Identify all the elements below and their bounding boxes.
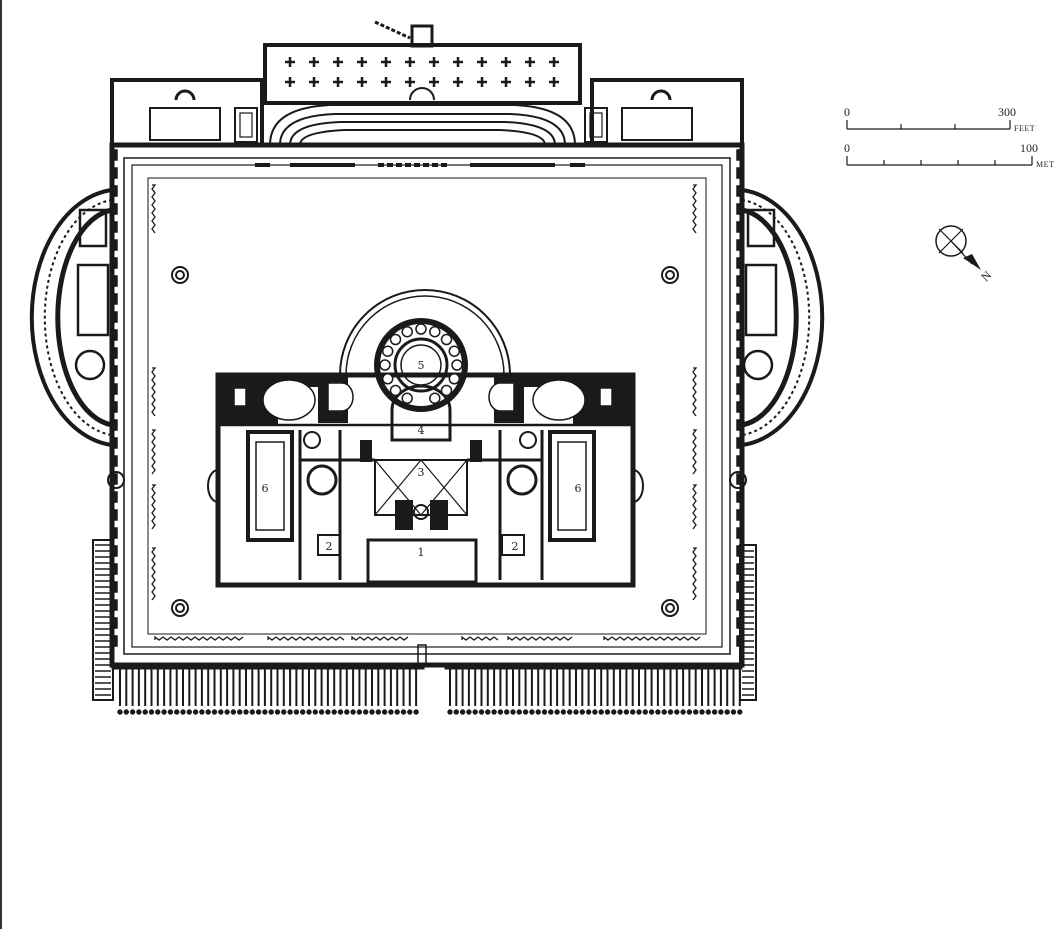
feet-scale-end: 300 <box>998 105 1016 119</box>
room-label-3: 3 <box>418 466 425 479</box>
exedra-rooms <box>74 208 778 489</box>
scale-bar-feet <box>846 120 1011 130</box>
room-label-1: 1 <box>418 546 425 559</box>
scale-bar-meters <box>846 156 1033 166</box>
west-stairs <box>92 539 757 701</box>
meters-scale-unit: MET <box>1036 160 1054 169</box>
central-bath-block <box>207 289 644 588</box>
north-range-piers <box>285 57 559 87</box>
room-label-2-left: 2 <box>326 540 333 553</box>
north-arrow-icon <box>935 225 981 270</box>
room-label-5: 5 <box>418 359 425 372</box>
meters-scale-end: 100 <box>1020 141 1038 155</box>
south-shop-row <box>111 644 743 715</box>
room-label-6-right: 6 <box>575 482 582 495</box>
feet-scale-start: 0 <box>844 105 850 119</box>
north-range <box>263 20 582 146</box>
bath-white-cutouts <box>233 379 613 421</box>
meters-scale-start: 0 <box>844 141 850 155</box>
room-labels: 1 2 2 3 4 5 6 6 <box>262 359 582 559</box>
room-label-4: 4 <box>418 424 425 437</box>
north-arrow-label: N <box>978 268 994 284</box>
side-hatching <box>95 149 754 696</box>
court-circles <box>171 266 679 617</box>
court-zigzag-borders <box>151 184 701 641</box>
corner-pavilions <box>110 78 744 147</box>
rotunda-niches <box>379 323 463 405</box>
room-label-6-left: 6 <box>262 482 269 495</box>
room-label-2-right: 2 <box>512 540 519 553</box>
feet-scale-unit: FEET <box>1014 124 1035 133</box>
